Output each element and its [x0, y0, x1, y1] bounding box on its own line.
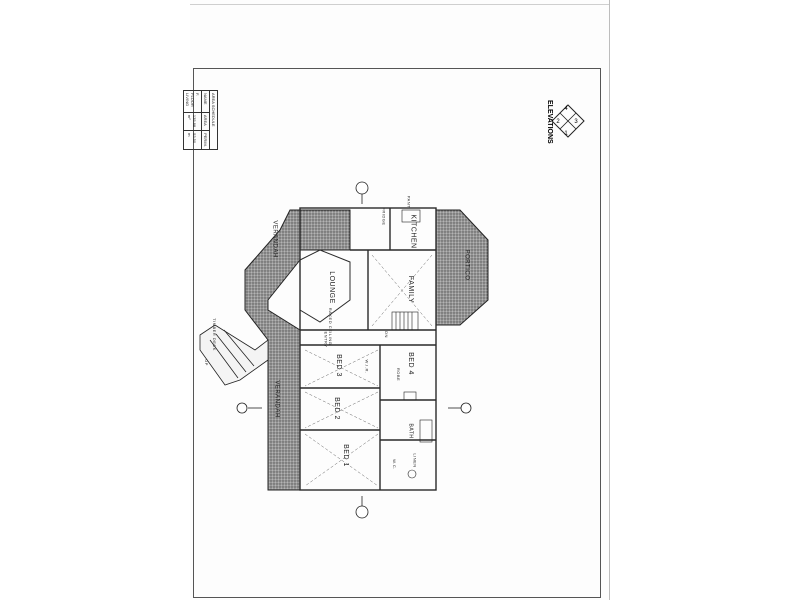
- room-bed3: BED 3: [334, 354, 342, 377]
- room-lounge: LOUNGE: [327, 271, 335, 304]
- pantry-label: PANT.: [406, 195, 412, 210]
- entry-label: ENTRY: [323, 331, 329, 348]
- fridge-label: FRIDGE: [381, 207, 387, 226]
- elev-marker-2: 2: [556, 119, 560, 125]
- stair: [391, 311, 419, 331]
- linen-label: LINEN: [412, 453, 418, 468]
- room-kitchen: KITCHEN: [409, 214, 417, 249]
- elevations-label: ELEVATIONS: [546, 100, 553, 144]
- building-walls: [299, 207, 437, 491]
- room-bath: BATH: [407, 423, 414, 439]
- dn-label: DN: [383, 331, 389, 338]
- robe-label: ROBE: [396, 367, 402, 382]
- room-bed4: BED 4: [406, 352, 414, 375]
- fixtures: [401, 209, 433, 479]
- room-verandah-left: VERANDAH: [273, 380, 280, 418]
- section-markers: [236, 181, 472, 519]
- drawing-border: [193, 68, 601, 598]
- room-verandah-top: VERANDAH: [271, 220, 278, 258]
- wir-label: W.I.R.: [364, 359, 370, 374]
- verandah-hatching: [244, 209, 489, 491]
- timber-deck-label: TIMBER DECK: [211, 318, 217, 351]
- sheet-top-edge: [190, 4, 610, 5]
- wc-label: W.C.: [391, 459, 397, 470]
- room-bed1: BED 1: [341, 444, 349, 467]
- elev-marker-4: 4: [564, 106, 568, 112]
- elev-marker-1: 1: [564, 131, 568, 137]
- room-family: FAMILY: [407, 275, 415, 304]
- elev-marker-3: 3: [574, 119, 578, 125]
- timber-deck: [199, 324, 269, 386]
- room-portico: PORTICO: [463, 249, 470, 281]
- room-bed2: BED 2: [332, 397, 340, 420]
- elevation-key: [551, 104, 585, 138]
- up-label: UP: [203, 359, 209, 366]
- raked-ceiling-label: RAKED CEILING: [328, 307, 334, 346]
- ceiling-lines: [304, 254, 433, 487]
- sheet-right-edge: [609, 0, 610, 600]
